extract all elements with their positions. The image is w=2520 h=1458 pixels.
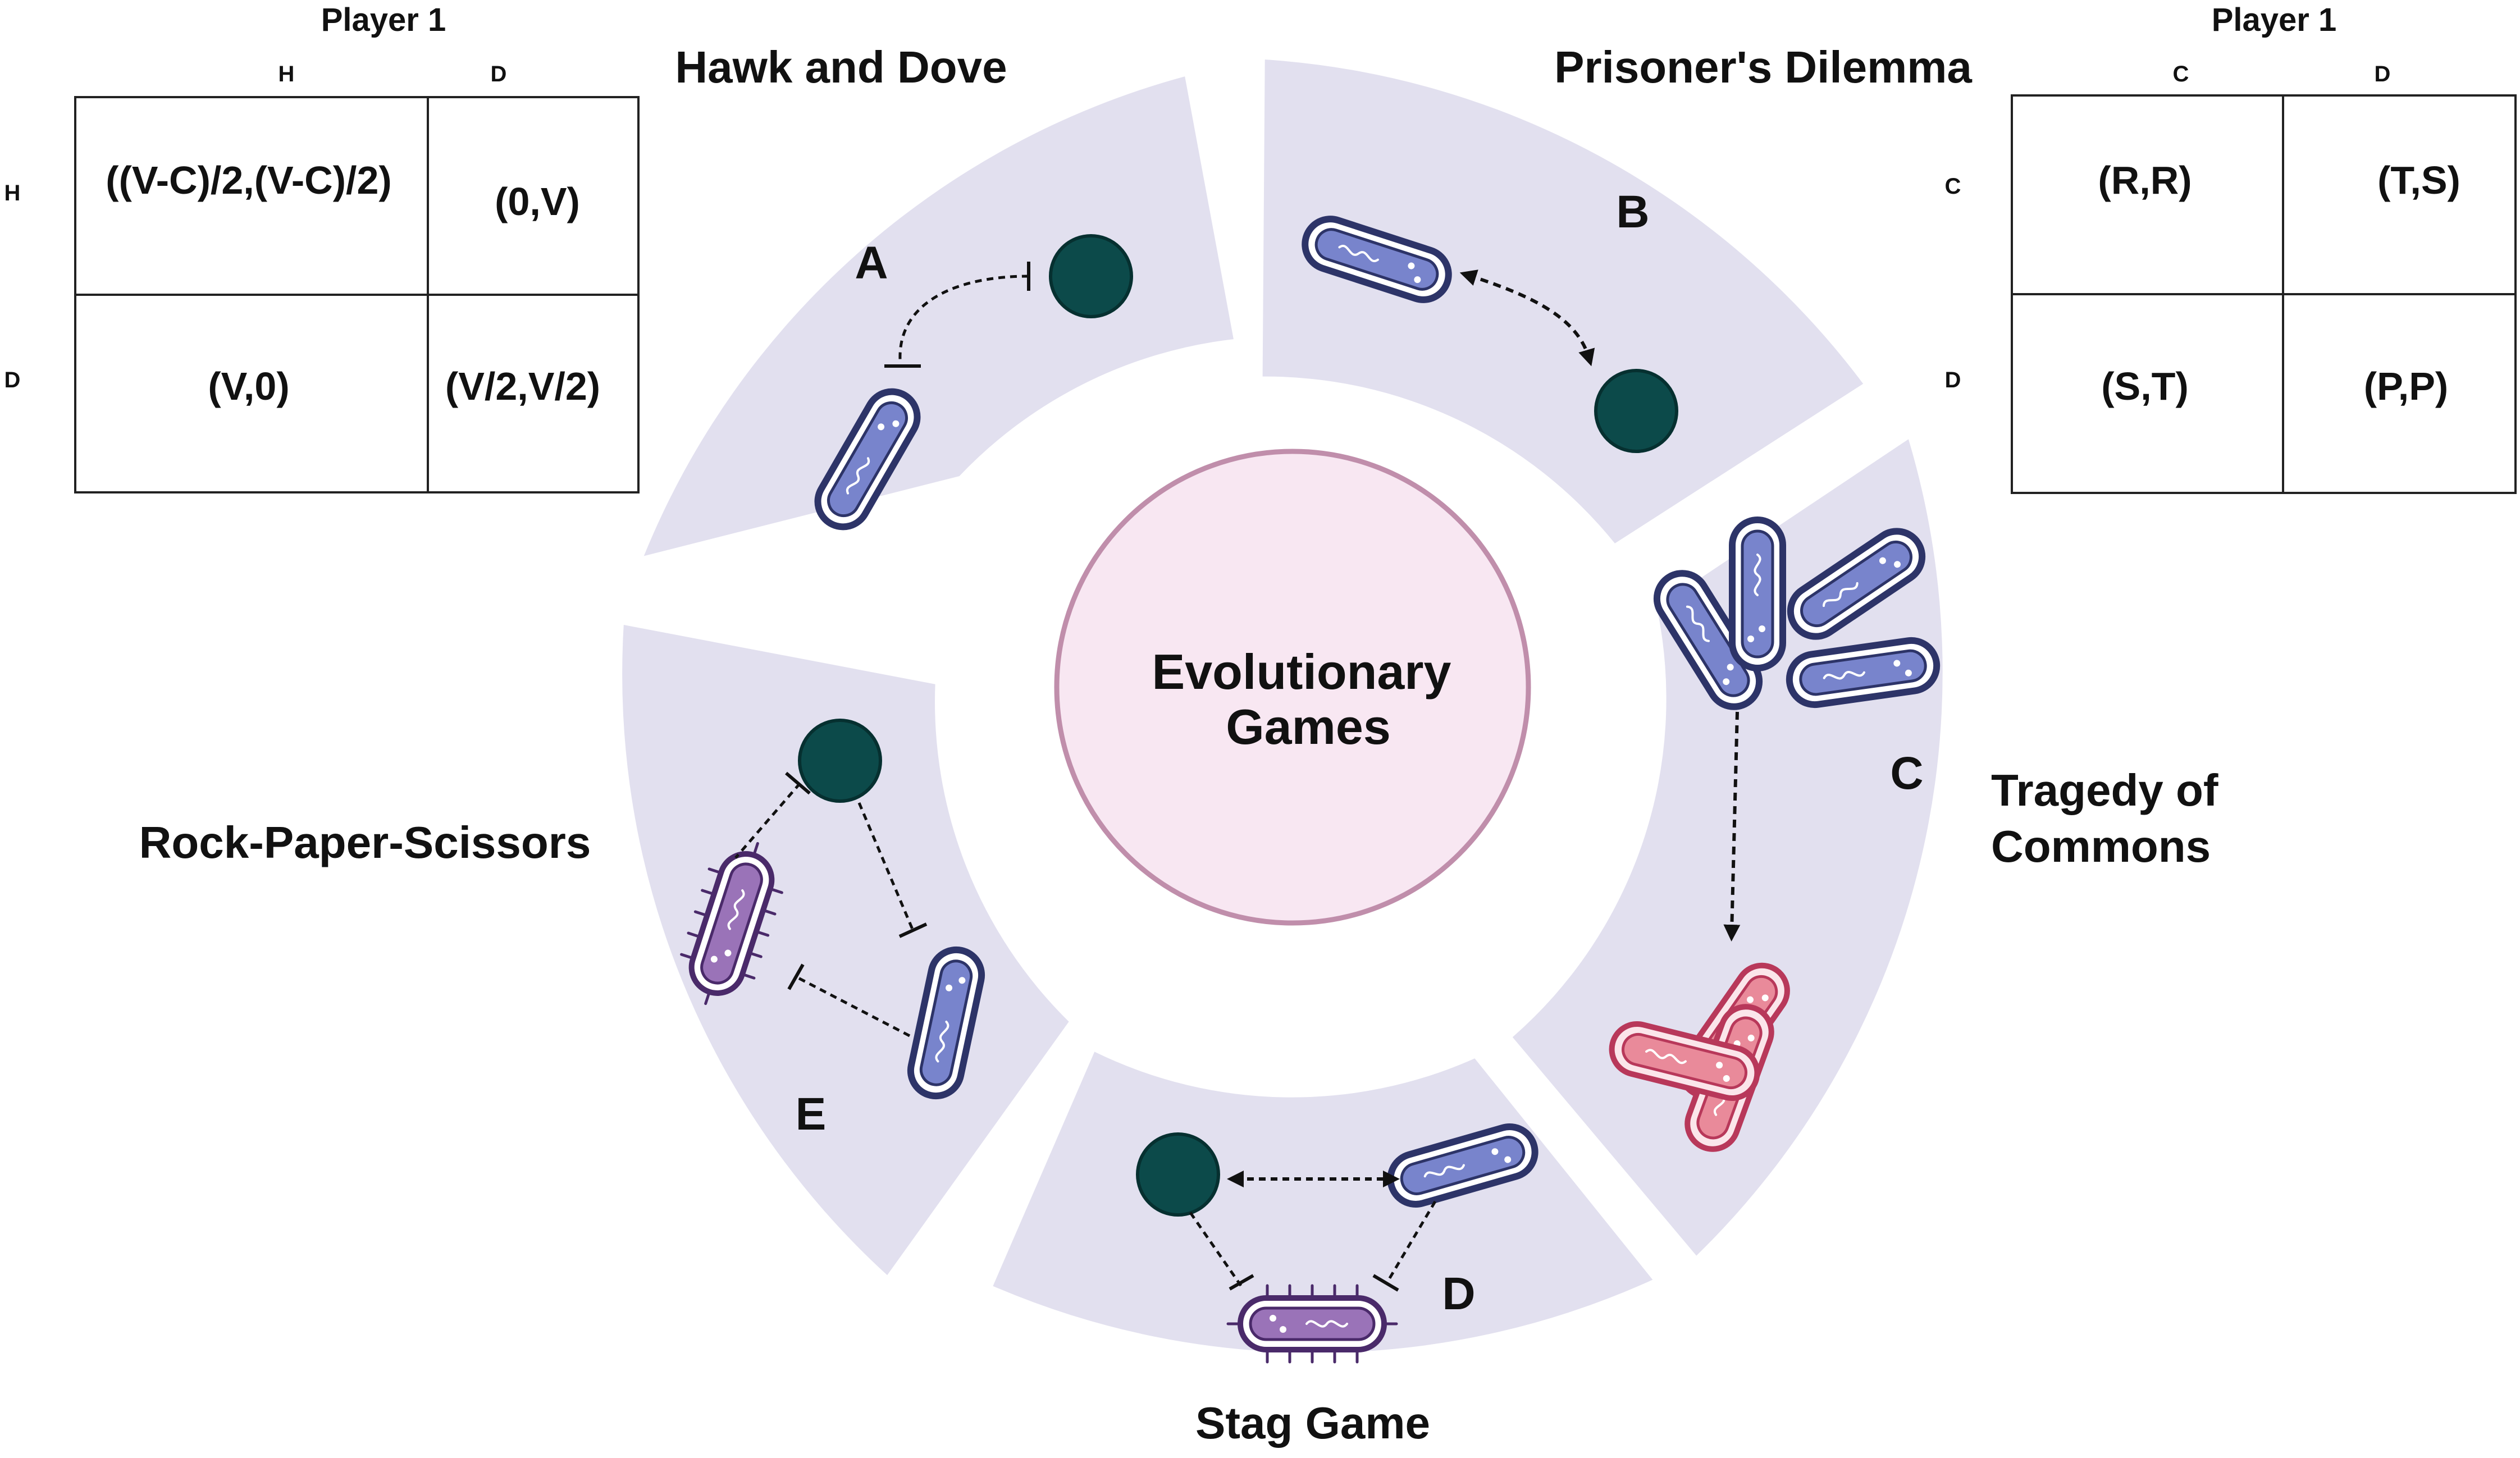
matrix-right-col-header-1: C xyxy=(2173,62,2189,86)
matrix-right-col-header-2: D xyxy=(2375,62,2391,86)
sector-d-letter: D xyxy=(1442,1268,1475,1319)
matrix-left-cell-hh: ((V-C)/2,(V-C)/2) xyxy=(106,158,391,202)
rod-cell-c2 xyxy=(1732,520,1783,668)
sector-e-content: Rock-Paper-Scissors E xyxy=(139,720,987,1140)
coccus-cell-b xyxy=(1596,371,1677,451)
sector-d-content: Stag Game D xyxy=(1138,1121,1541,1448)
matrix-left-row-header-2: D xyxy=(4,368,21,392)
inhibition-bar-e3 xyxy=(787,963,805,990)
inhibition-line-d1 xyxy=(1189,1212,1243,1287)
sector-a-title: Hawk and Dove xyxy=(675,42,1007,92)
matrix-right-row-header-2: D xyxy=(1945,368,1961,392)
interaction-arrow-b xyxy=(1459,269,1595,367)
matrix-left-grid xyxy=(74,96,640,493)
sector-e-rock-paper-scissors xyxy=(622,625,1069,1276)
center-hub: Evolutionary Games xyxy=(1054,449,1531,926)
sector-b-title: Prisoner's Dilemma xyxy=(1554,42,1972,92)
sector-e-letter: E xyxy=(796,1089,827,1140)
transition-arrow-c xyxy=(1723,711,1741,941)
sector-d-stag-game xyxy=(993,1052,1653,1353)
inhibition-bar-e1 xyxy=(898,922,928,938)
sector-a-letter: A xyxy=(855,237,888,289)
center-title-line1: Evolutionary xyxy=(1152,644,1451,700)
inhibition-line-e2 xyxy=(734,782,801,859)
matrix-left-cell-dh: (V,0) xyxy=(208,364,289,408)
matrix-right-cell-cd: (T,S) xyxy=(2377,158,2460,202)
coccus-cell-a xyxy=(1051,236,1131,317)
payoff-matrix-prisoners-dilemma: Player 1 C D C D (R,R) (T,S) (S,T) (P,P) xyxy=(1945,2,2517,494)
matrix-right-player-label: Player 1 xyxy=(2212,2,2337,38)
matrix-right-cell-dd: (P,P) xyxy=(2364,364,2448,408)
inhibition-line-a xyxy=(898,275,1029,360)
matrix-left-cell-dd: (V/2,V/2) xyxy=(445,364,600,408)
sector-a-content: Hawk and Dove A xyxy=(675,42,1131,536)
sector-e-title: Rock-Paper-Scissors xyxy=(139,817,591,867)
sector-b-content: Prisoner's Dilemma B xyxy=(1299,42,1972,451)
inhibition-bar-e2 xyxy=(785,771,811,795)
sector-d-title: Stag Game xyxy=(1195,1398,1430,1448)
coccus-cell-d xyxy=(1138,1134,1218,1215)
sector-c-content: C Tragedy of Commons xyxy=(1606,520,2218,1156)
matrix-left-col-header-1: H xyxy=(279,62,295,86)
inhibition-bar-d1 xyxy=(1229,1274,1254,1291)
matrix-right-cell-dc: (S,T) xyxy=(2101,364,2189,408)
matrix-left-cell-hd: (0,V) xyxy=(495,180,580,223)
center-title-line2: Games xyxy=(1226,699,1391,755)
payoff-matrix-hawk-dove: Player 1 H D H D ((V-C)/2,(V-C)/2) (0,V)… xyxy=(4,2,640,493)
matrix-right-grid xyxy=(2011,94,2517,494)
inhibition-bar-d2 xyxy=(1372,1274,1399,1292)
inhibition-line-d2 xyxy=(1385,1200,1437,1284)
matrix-left-row-header-1: H xyxy=(4,181,21,205)
sector-c-title-line1: Tragedy of xyxy=(1991,765,2218,815)
inhibition-line-e3 xyxy=(795,975,911,1037)
matrix-left-player-label: Player 1 xyxy=(321,2,446,38)
sector-c-letter: C xyxy=(1890,748,1923,799)
matrix-right-cell-cc: (R,R) xyxy=(2098,158,2192,202)
sector-a-hawk-dove xyxy=(643,76,1234,556)
matrix-right-row-header-1: C xyxy=(1945,174,1961,199)
coccus-cell-e xyxy=(800,720,880,801)
matrix-left-col-header-2: D xyxy=(491,62,507,86)
sector-b-letter: B xyxy=(1616,186,1649,237)
center-circle xyxy=(1054,449,1531,926)
sector-c-title-line2: Commons xyxy=(1991,821,2211,871)
